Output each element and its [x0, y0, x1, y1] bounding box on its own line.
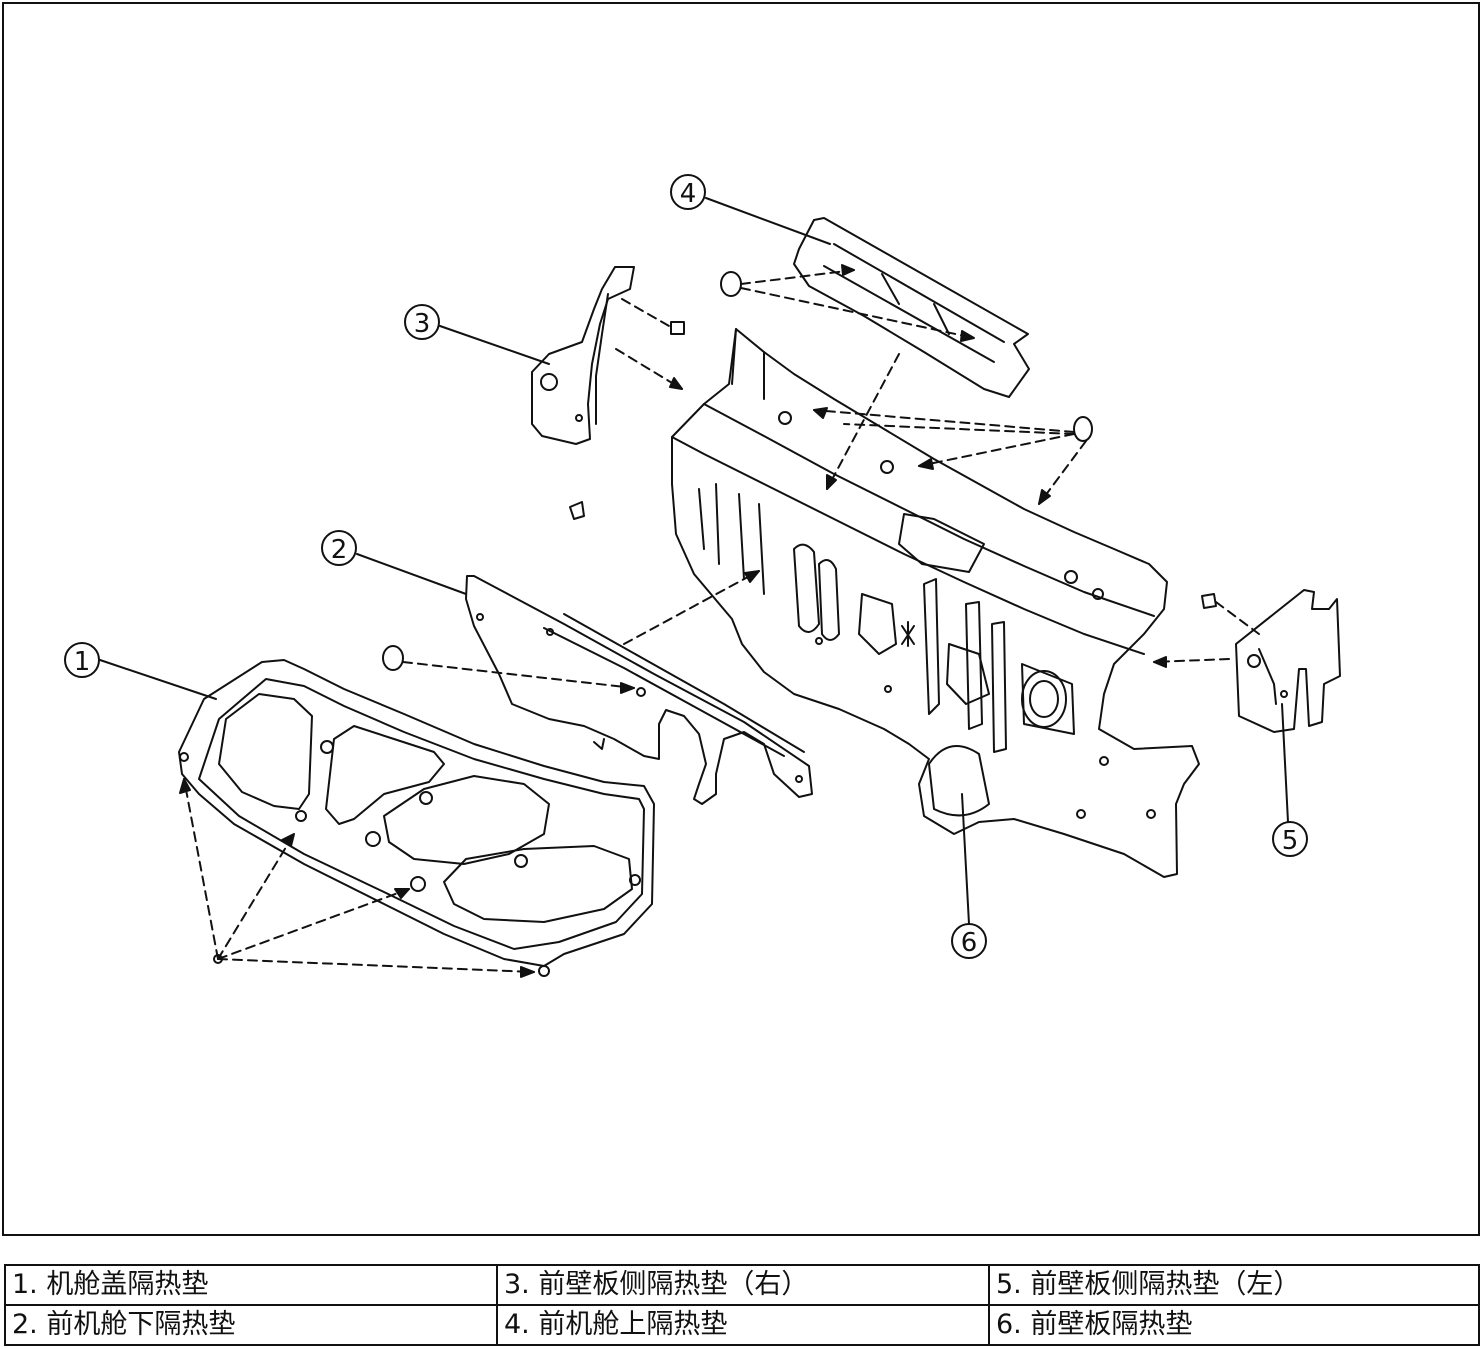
svg-text:2: 2	[331, 535, 348, 565]
legend-item-6: 6. 前壁板隔热垫	[988, 1304, 1480, 1346]
callout-6: 6	[951, 793, 987, 959]
exploded-diagram: 1 2 3 4 5 6	[64, 174, 1341, 978]
callout-2: 2	[321, 530, 467, 595]
legend-item-1: 1. 机舱盖隔热垫	[4, 1264, 498, 1306]
svg-text:4: 4	[680, 179, 697, 209]
svg-text:5: 5	[1282, 826, 1299, 856]
svg-text:3: 3	[414, 309, 431, 339]
part-upper-compartment-pad	[720, 217, 1030, 398]
legend-row: 2. 前机舱下隔热垫 4. 前机舱上隔热垫 6. 前壁板隔热垫	[4, 1304, 1480, 1346]
legend-row: 1. 机舱盖隔热垫 3. 前壁板侧隔热垫（右） 5. 前壁板侧隔热垫（左）	[4, 1264, 1480, 1306]
part-dash-side-pad-left	[1153, 589, 1341, 733]
callout-4: 4	[670, 174, 831, 245]
legend-item-3: 3. 前壁板侧隔热垫（右）	[496, 1264, 990, 1306]
part-dash-panel-pad	[671, 328, 1200, 878]
legend-item-5: 5. 前壁板侧隔热垫（左）	[988, 1264, 1480, 1306]
part-hood-insulation-pad	[178, 659, 655, 978]
parts-legend-table: 1. 机舱盖隔热垫 3. 前壁板侧隔热垫（右） 5. 前壁板侧隔热垫（左） 2.…	[4, 1264, 1480, 1346]
part-lower-compartment-pad	[382, 570, 813, 805]
part-dash-side-pad-right	[531, 266, 685, 520]
callout-3: 3	[404, 304, 550, 365]
svg-text:6: 6	[961, 928, 978, 958]
svg-text:1: 1	[74, 647, 91, 677]
diagram-frame: 1 2 3 4 5 6	[2, 2, 1480, 1236]
callout-1: 1	[64, 642, 217, 700]
legend-item-2: 2. 前机舱下隔热垫	[4, 1304, 498, 1346]
callout-5: 5	[1272, 703, 1308, 857]
legend-item-4: 4. 前机舱上隔热垫	[496, 1304, 990, 1346]
